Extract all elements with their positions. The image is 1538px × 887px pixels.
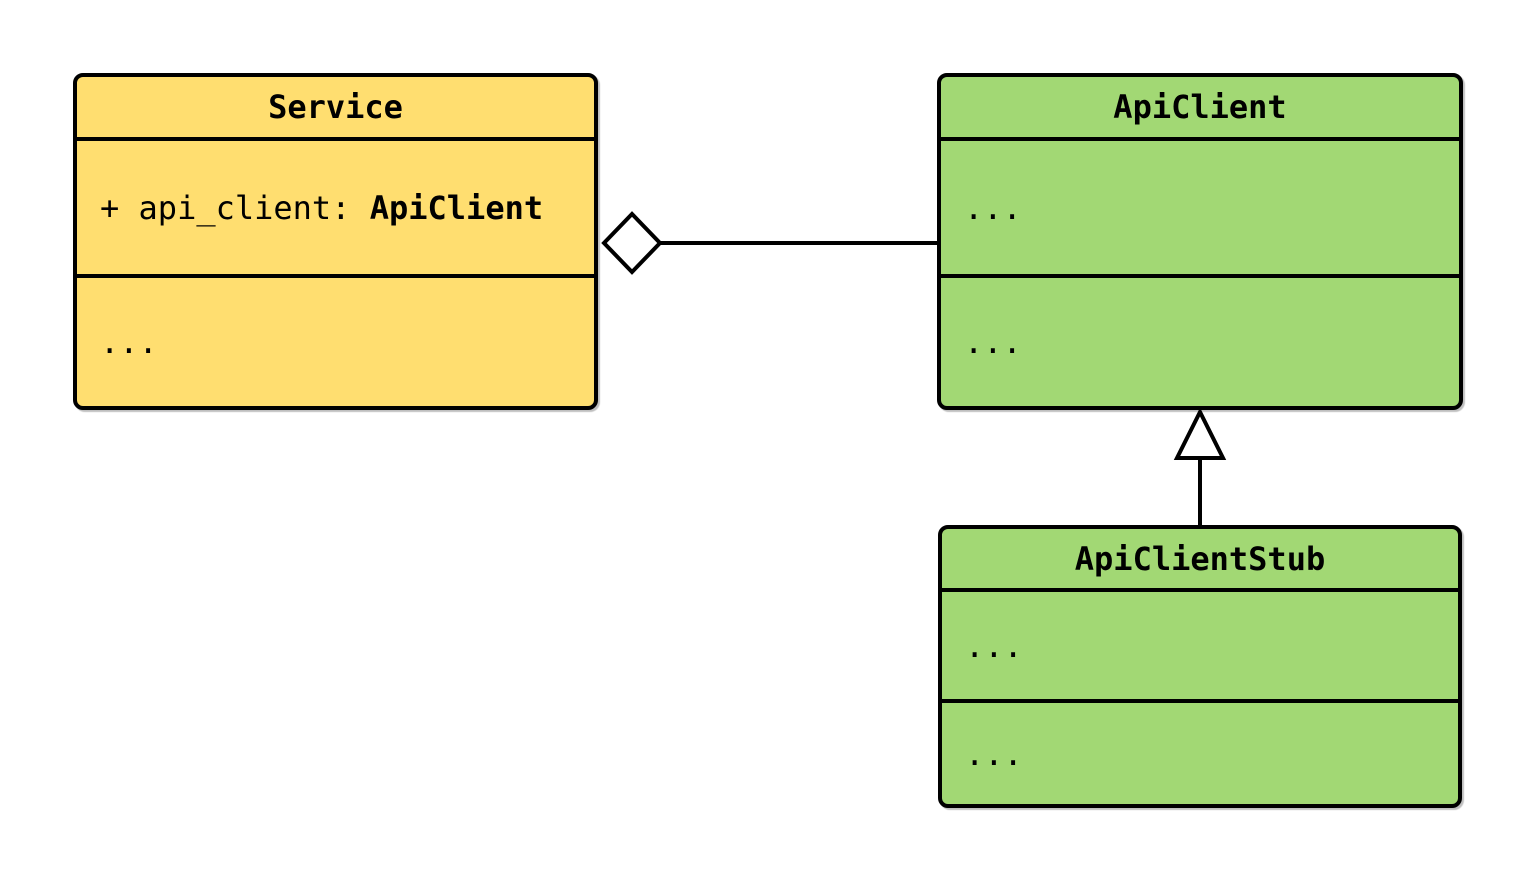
methods-placeholder: ... <box>964 323 1022 361</box>
class-box-apiclientstub: ApiClientStub ... ... <box>938 525 1462 808</box>
class-methods-service: ... <box>77 278 594 406</box>
attributes-placeholder: ... <box>964 188 1022 227</box>
class-attributes-apiclient: ... <box>941 141 1459 278</box>
attribute-prefix: + api_client: <box>100 188 370 227</box>
inheritance-triangle-icon <box>1173 407 1227 460</box>
class-name-label: ApiClient <box>1113 88 1287 126</box>
aggregation-connector <box>601 211 937 275</box>
attribute-type: ApiClient <box>369 188 544 227</box>
attributes-placeholder: ... <box>965 626 1023 665</box>
class-name-label: Service <box>268 88 403 126</box>
class-title-apiclientstub: ApiClientStub <box>942 529 1458 592</box>
methods-placeholder: ... <box>100 323 158 361</box>
class-title-apiclient: ApiClient <box>941 77 1459 141</box>
class-name-label: ApiClientStub <box>1074 539 1326 578</box>
inheritance-connector <box>1173 407 1227 525</box>
class-box-service: Service + api_client: ApiClient ... <box>73 73 598 410</box>
methods-placeholder: ... <box>965 734 1023 773</box>
class-attributes-apiclientstub: ... <box>942 592 1458 703</box>
class-methods-apiclientstub: ... <box>942 703 1458 804</box>
aggregation-diamond-icon <box>601 211 663 275</box>
class-attributes-service: + api_client: ApiClient <box>77 141 594 278</box>
class-methods-apiclient: ... <box>941 278 1459 406</box>
class-title-service: Service <box>77 77 594 141</box>
class-box-apiclient: ApiClient ... ... <box>937 73 1463 410</box>
attribute-line: + api_client: ApiClient <box>100 189 543 227</box>
